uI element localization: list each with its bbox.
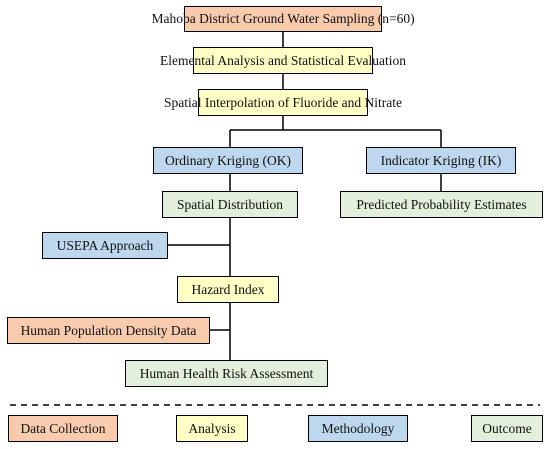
node-spatial-interpolation: Spatial Interpolation of Fluoride and Ni… bbox=[164, 89, 402, 116]
legend-analysis: Analysis bbox=[176, 415, 248, 442]
node-population-density: Human Population Density Data bbox=[7, 317, 210, 344]
node-spatial-distribution: Spatial Distribution bbox=[162, 191, 298, 218]
legend-outcome: Outcome bbox=[471, 415, 543, 442]
node-usepa-approach: USEPA Approach bbox=[42, 232, 168, 259]
node-ordinary-kriging: Ordinary Kriging (OK) bbox=[153, 147, 303, 174]
node-elemental-analysis: Elemental Analysis and Statistical Evalu… bbox=[160, 47, 406, 74]
node-health-risk-assessment: Human Health Risk Assessment bbox=[125, 360, 328, 387]
node-hazard-index: Hazard Index bbox=[177, 276, 279, 303]
node-indicator-kriging: Indicator Kriging (IK) bbox=[366, 147, 516, 174]
legend-methodology: Methodology bbox=[308, 415, 408, 442]
node-sampling: Mahoba District Ground Water Sampling (n… bbox=[151, 6, 415, 32]
legend-data-collection: Data Collection bbox=[8, 415, 118, 442]
node-predicted-probability: Predicted Probability Estimates bbox=[340, 191, 543, 218]
